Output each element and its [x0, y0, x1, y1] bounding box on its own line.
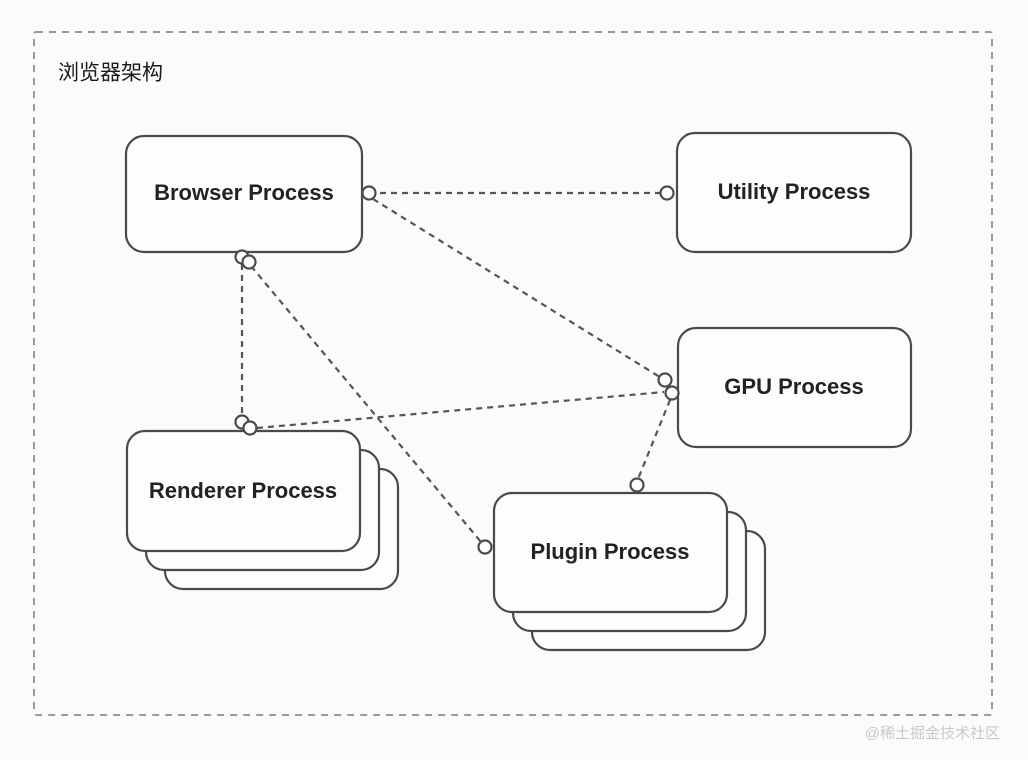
browser-process-label: Browser Process	[154, 180, 334, 205]
port-group	[234, 185, 680, 555]
node-utility-process[interactable]: Utility Process	[675, 131, 913, 254]
utility-process-label: Utility Process	[718, 179, 871, 204]
edge-browser-to-gpu	[372, 198, 664, 380]
node-plugin-process[interactable]: Plugin Process	[492, 491, 767, 652]
edge-browser-to-plugin	[250, 265, 482, 543]
gpu-process-label: GPU Process	[724, 374, 863, 399]
page-title: 浏览器架构	[58, 62, 163, 85]
port-browser-right-icon[interactable]	[361, 185, 377, 201]
node-renderer-process[interactable]: Renderer Process	[125, 429, 400, 591]
port-plugin-left-icon[interactable]	[477, 539, 493, 555]
node-gpu-process[interactable]: GPU Process	[676, 326, 913, 449]
node-browser-process[interactable]: Browser Process	[124, 134, 364, 254]
port-browser-bottom-b-icon[interactable]	[241, 254, 257, 270]
port-gpu-left-b-icon[interactable]	[664, 385, 680, 401]
edge-group	[240, 191, 672, 543]
gpu-process-box	[676, 326, 913, 449]
port-utility-left-icon[interactable]	[659, 185, 675, 201]
plugin-process-label: Plugin Process	[531, 539, 690, 564]
port-gpu-left-a-icon[interactable]	[657, 372, 673, 388]
port-renderer-top-b-icon[interactable]	[242, 420, 258, 436]
utility-process-box	[675, 131, 913, 254]
plugin-stack-front	[492, 491, 729, 614]
renderer-process-label: Renderer Process	[149, 478, 337, 503]
port-plugin-top-icon[interactable]	[629, 477, 645, 493]
edge-gpu-to-plugin	[636, 399, 672, 480]
watermark: @稀土掘金技术社区	[865, 725, 1000, 742]
edge-renderer-to-gpu	[256, 390, 665, 430]
